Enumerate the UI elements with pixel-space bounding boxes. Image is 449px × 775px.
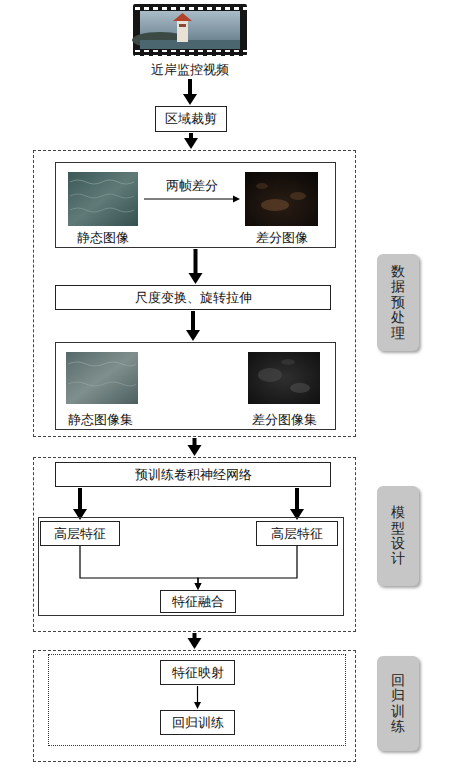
connector-line: [191, 311, 195, 331]
connector: [194, 686, 201, 709]
image-node: 静态图像集: [58, 348, 142, 428]
arrow-head: [184, 138, 198, 149]
node-label: 特征融合: [172, 594, 224, 610]
feature-box: 高层特征: [256, 521, 338, 546]
node-label: 尺度变换、旋转拉伸: [135, 290, 252, 306]
feature-box: 高层特征: [40, 521, 120, 546]
connector-line: [80, 546, 198, 584]
node-label: 静态图像: [77, 230, 129, 246]
edge-label: 两帧差分: [164, 178, 220, 194]
node-label: 近岸监控视频: [151, 62, 229, 78]
connector: [73, 488, 87, 520]
connector-line: [197, 686, 198, 703]
stage-group: 模型设计预训练卷积神经网络高层特征高层特征特征融合: [33, 457, 356, 632]
connector-line: [198, 546, 297, 584]
arrow-head: [233, 196, 240, 203]
section-label: 模型设计: [391, 505, 405, 567]
connector-line: [295, 488, 299, 510]
image-node: 静态图像: [64, 170, 142, 246]
connector-line: [193, 438, 197, 446]
node-label: 静态图像集: [68, 412, 133, 428]
connector: [80, 546, 202, 590]
connector-line: [194, 249, 198, 274]
inner-panel: 特征映射回归训练: [48, 654, 346, 746]
section-tag: 回归训练: [377, 656, 419, 751]
process-box: 特征映射: [160, 660, 235, 685]
static-image-set: [66, 352, 138, 404]
node-label: 高层特征: [54, 526, 106, 542]
connector: [144, 196, 240, 203]
node-label: 区域裁剪: [165, 111, 217, 127]
connector: [188, 633, 202, 649]
arrow-head: [194, 702, 201, 709]
inner-panel: 静态图像 差分图像: [55, 162, 336, 248]
arrow-head: [186, 330, 200, 341]
connector: [188, 438, 202, 456]
arrow-head: [73, 509, 87, 520]
section-label: 数据预处理: [391, 264, 405, 341]
section-tag: 模型设计: [377, 486, 419, 586]
node-label: 高层特征: [271, 526, 323, 542]
static-image: [68, 172, 138, 226]
section-tag: 数据预处理: [377, 254, 419, 351]
connector-line: [188, 79, 192, 95]
arrow-head: [195, 583, 202, 590]
arrow-head: [195, 583, 202, 590]
film-strip-icon: [132, 4, 247, 56]
arrow-head: [290, 509, 304, 520]
node-label: 预训练卷积神经网络: [135, 467, 252, 483]
inner-panel: 静态图像集 差分图像集: [55, 342, 336, 430]
arrow-head: [188, 445, 202, 456]
process-box: 特征融合: [160, 590, 236, 613]
inner-panel: 高层特征 高层特征特征融合: [38, 517, 344, 616]
process-box: 预训练卷积神经网络: [55, 462, 331, 487]
connector-line: [78, 488, 82, 510]
connector-line: [144, 198, 234, 199]
arrow-head: [183, 94, 197, 105]
connector: [189, 249, 203, 284]
node-label: 特征映射: [172, 665, 224, 681]
image-node: 差分图像集: [240, 348, 328, 428]
connector: [290, 488, 304, 520]
process-box: 区域裁剪: [155, 106, 227, 132]
difference-image-set: [248, 352, 320, 404]
connector: [195, 546, 298, 590]
stage-group: 回归训练特征映射回归训练: [33, 650, 356, 762]
image-node: 差分图像: [242, 170, 322, 246]
connector: [186, 311, 200, 341]
process-box: 尺度变换、旋转拉伸: [55, 285, 331, 310]
node-label: 回归训练: [172, 715, 224, 731]
node-label: 差分图像集: [252, 412, 317, 428]
process-box: 回归训练: [160, 710, 235, 735]
arrow-head: [189, 273, 203, 284]
arrow-head: [188, 638, 202, 649]
section-label: 回归训练: [391, 673, 405, 735]
difference-image: [245, 172, 318, 226]
node-label: 差分图像: [256, 230, 308, 246]
connector: [184, 133, 198, 149]
video-source: 近岸监控视频: [120, 4, 260, 78]
connector: [183, 79, 197, 105]
